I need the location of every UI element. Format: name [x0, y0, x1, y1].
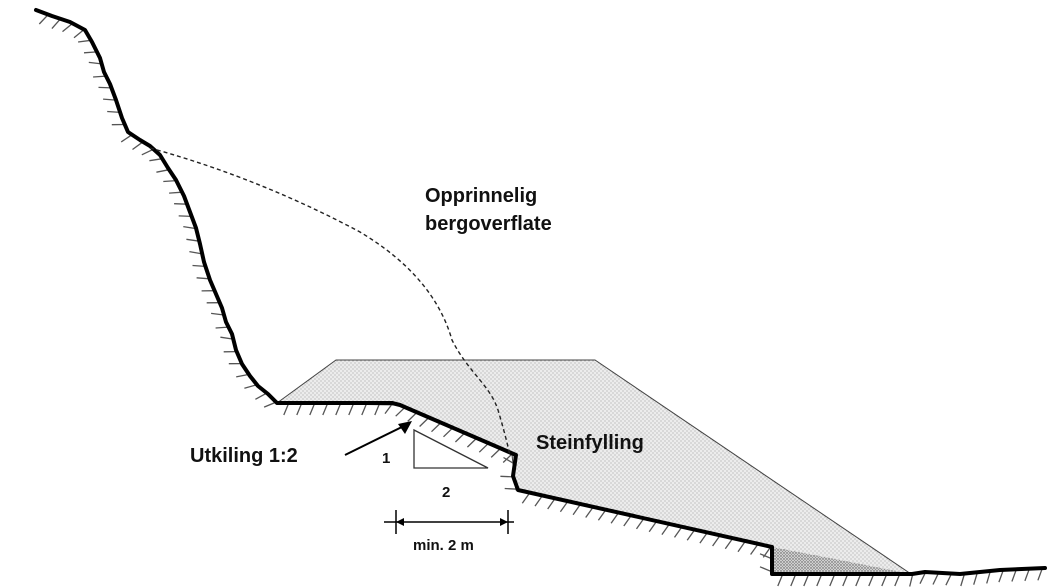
hatch-tick	[932, 572, 940, 585]
hatch-tick	[38, 14, 49, 25]
hatch-tick	[610, 512, 620, 524]
original-surface-label-line1: Opprinnelig	[425, 185, 537, 207]
hatch-tick	[255, 392, 268, 400]
hatch-tick	[1011, 569, 1018, 582]
wedge-arrow-head	[398, 421, 412, 434]
hatch-tick	[521, 492, 531, 504]
hatch-tick	[503, 456, 516, 465]
slope-horizontal-label: 2	[442, 484, 450, 501]
slope-ratio-triangle	[413, 428, 489, 469]
wedge-label: Utkiling 1:2	[190, 445, 298, 467]
hatch-tick	[186, 238, 200, 242]
hatch-tick	[635, 517, 645, 530]
hatch-tick	[478, 442, 490, 453]
original-rock-surface-dashed	[149, 147, 511, 457]
hatch-tick	[178, 215, 192, 218]
hatch-tick	[504, 487, 518, 490]
hatch-tick	[132, 141, 144, 151]
hatch-tick	[712, 535, 721, 547]
hatch-tick	[215, 326, 229, 329]
hatch-tick	[244, 384, 258, 389]
original-surface-label-line2: bergoverflate	[425, 213, 552, 235]
hatch-tick	[909, 573, 914, 587]
slope-vertical-label: 1	[382, 450, 390, 467]
hatch-tick	[263, 401, 277, 408]
stone-fill-label: Steinfylling	[536, 432, 644, 454]
hatch-tick	[62, 22, 74, 33]
hatch-tick	[107, 110, 121, 114]
hatch-tick	[466, 437, 478, 448]
hatch-tick	[686, 529, 696, 541]
hatch-tick	[196, 277, 210, 280]
hatch-tick	[500, 475, 514, 478]
hatch-tick	[78, 39, 92, 43]
hatch-tick	[490, 447, 502, 458]
hatch-tick	[986, 570, 992, 584]
hatch-tick	[83, 51, 97, 54]
toe-fill-area	[772, 547, 911, 574]
hatch-tick	[1024, 568, 1031, 582]
rock-hatching	[38, 14, 1044, 587]
min-width-label: min. 2 m	[413, 537, 474, 554]
wedge-arrow-line	[344, 423, 409, 456]
dimension-arrow-right	[500, 518, 508, 526]
hatch-tick	[661, 523, 670, 535]
hatch-tick	[585, 506, 594, 518]
hatch-tick	[419, 417, 430, 427]
hatch-tick	[169, 191, 183, 194]
dimension-arrow-left	[396, 518, 404, 526]
hatch-tick	[443, 427, 454, 438]
stone-fill-area	[275, 359, 913, 575]
bedrock-surface-line	[34, 8, 1047, 576]
